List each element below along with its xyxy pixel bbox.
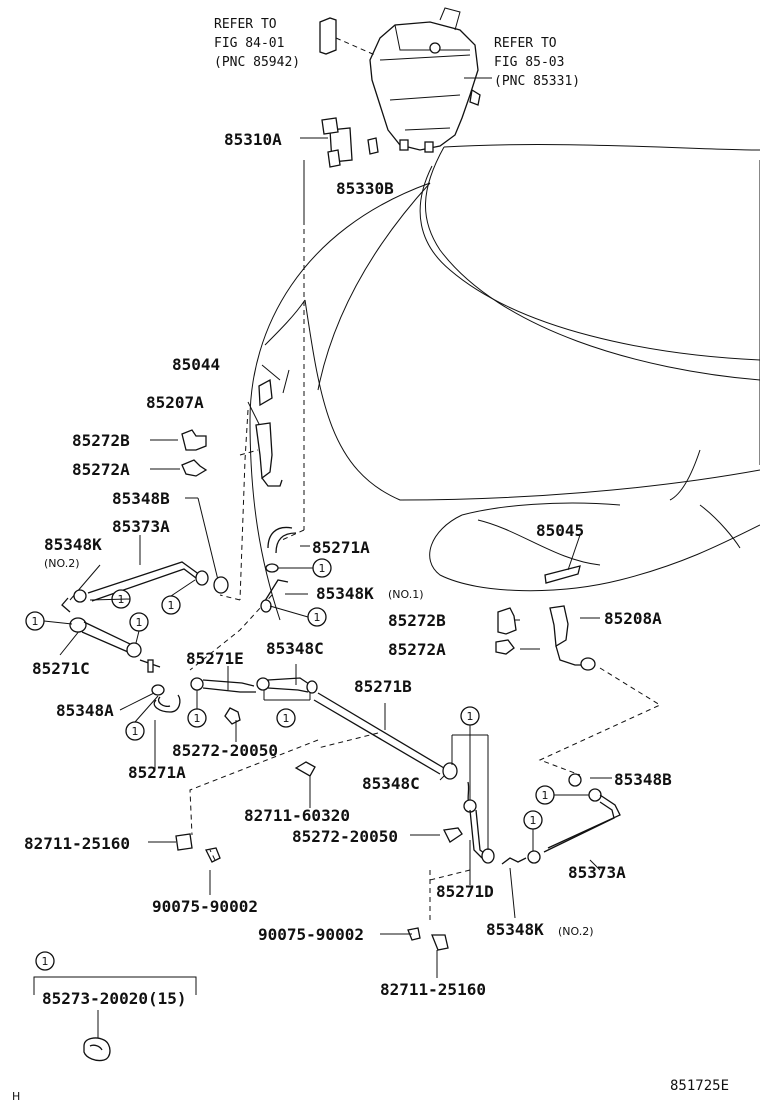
part-label-sub: (NO.1) <box>388 588 424 601</box>
part-label: 85272A <box>388 640 446 659</box>
right-nozzle-parts <box>495 605 596 671</box>
part-label: 85348C <box>362 774 420 793</box>
part-label: 85271D <box>436 882 494 901</box>
washer-pump <box>321 117 379 168</box>
part-label: 85271C <box>32 659 90 678</box>
callout-marker: 1 <box>125 721 145 741</box>
part-label: 85310A <box>224 130 282 149</box>
legend: 1 85273-20020(15) <box>33 951 197 1062</box>
callout-marker: 1 <box>460 706 480 726</box>
legend-part: 85273-20020(15) <box>42 989 187 1008</box>
part-label: 85272-20050 <box>292 827 398 846</box>
callout-marker: 1 <box>129 612 149 632</box>
part-label: 85271A <box>312 538 370 557</box>
left-nozzle-parts <box>181 422 283 487</box>
hoses-left <box>61 526 621 951</box>
svg-text:1: 1 <box>132 725 139 738</box>
reference-right: REFER TO FIG 85-03 (PNC 85331) <box>494 36 580 89</box>
part-label: 85044 <box>172 355 220 374</box>
part-label: 90075-90002 <box>258 925 364 944</box>
part-label: 85271A <box>128 763 186 782</box>
callout-marker: 1 <box>161 595 181 615</box>
part-label: 85272B <box>72 431 130 450</box>
dashed-routes <box>189 220 662 920</box>
svg-text:1: 1 <box>168 599 175 612</box>
svg-text:1: 1 <box>136 616 143 629</box>
svg-text:1: 1 <box>467 710 474 723</box>
part-label: 85348B <box>614 770 672 789</box>
part-label: 85348B <box>112 489 170 508</box>
part-label: 85045 <box>536 521 584 540</box>
part-labels: 85310A 85330B 85044 85207A 85272B 85272A… <box>24 130 672 999</box>
svg-text:1: 1 <box>319 562 326 575</box>
svg-text:1: 1 <box>314 611 321 624</box>
part-label: 85272B <box>388 611 446 630</box>
footer-left: H <box>12 1090 20 1103</box>
ref-left-line2: FIG 84-01 <box>214 36 284 51</box>
part-label: 85272A <box>72 460 130 479</box>
part-label: 85271E <box>186 649 244 668</box>
reference-left: REFER TO FIG 84-01 (PNC 85942) <box>214 17 300 70</box>
callout-marker: 1 <box>187 708 207 728</box>
part-label: 85348K <box>316 584 374 603</box>
ref-right-line3: (PNC 85331) <box>494 74 580 89</box>
part-label: 85348K <box>486 920 544 939</box>
part-label: 85348A <box>56 701 114 720</box>
svg-text:1: 1 <box>32 615 39 628</box>
part-label: 85208A <box>604 609 662 628</box>
svg-text:1: 1 <box>283 712 290 725</box>
svg-text:1: 1 <box>530 814 537 827</box>
ref-right-line1: REFER TO <box>494 36 557 51</box>
part-label: 85348K <box>44 535 102 554</box>
clamp-icon <box>83 1037 111 1062</box>
connector-84-01 <box>319 17 376 56</box>
figure-code: 851725E <box>670 1078 729 1094</box>
leader-lines <box>59 77 612 978</box>
part-label-sub: (NO.2) <box>558 925 594 938</box>
part-label: 85330B <box>336 179 394 198</box>
callout-marker: 1 <box>307 607 327 627</box>
svg-text:1: 1 <box>542 789 549 802</box>
callout-marker: 1 <box>523 810 543 830</box>
part-label: 85373A <box>112 517 170 536</box>
part-label: 85271B <box>354 677 412 696</box>
svg-text:1: 1 <box>194 712 201 725</box>
callout-markers: 1 1 1 1 1 1 1 1 1 1 1 1 <box>25 558 589 851</box>
callout-marker: 1 <box>25 611 45 631</box>
part-label: 85272-20050 <box>172 741 278 760</box>
ref-left-line3: (PNC 85942) <box>214 55 300 70</box>
part-label: 85348C <box>266 639 324 658</box>
part-label-sub: (NO.2) <box>44 557 80 570</box>
callout-marker: 1 <box>535 785 555 805</box>
ref-left-line1: REFER TO <box>214 17 277 32</box>
part-label: 90075-90002 <box>152 897 258 916</box>
washer-tank <box>369 7 481 153</box>
part-label: 82711-60320 <box>244 806 350 825</box>
part-label: 82711-25160 <box>24 834 130 853</box>
part-label: 85207A <box>146 393 204 412</box>
part-label: 85373A <box>568 863 626 882</box>
ref-right-line2: FIG 85-03 <box>494 55 564 70</box>
callout-marker: 1 <box>276 708 296 728</box>
hood-outline <box>249 144 760 621</box>
callout-marker: 1 <box>312 558 332 578</box>
legend-symbol-circle <box>35 951 55 971</box>
part-label: 82711-25160 <box>380 980 486 999</box>
legend-symbol: 1 <box>42 955 49 968</box>
